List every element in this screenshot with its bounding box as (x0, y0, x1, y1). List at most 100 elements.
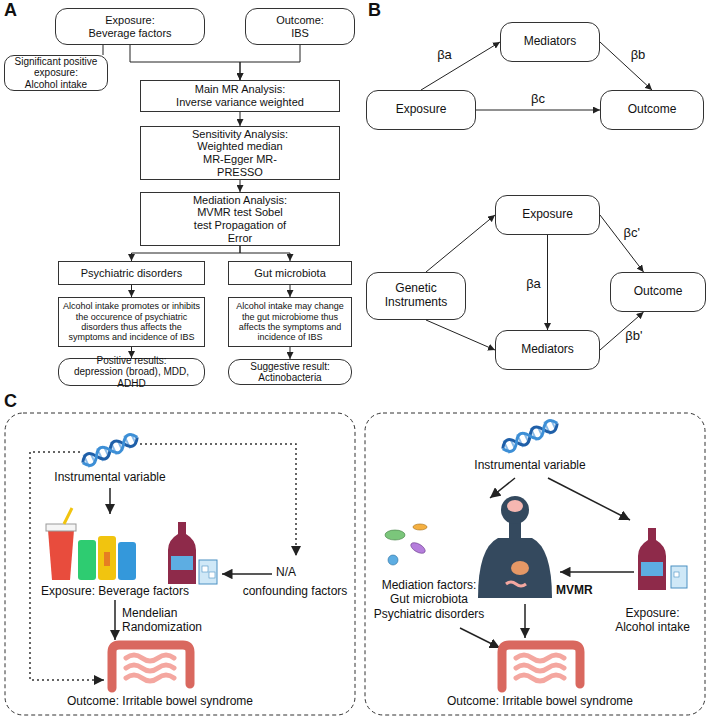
outcome-box: Outcome (600, 90, 704, 130)
can-icon (118, 542, 136, 580)
glass-icon (671, 566, 687, 588)
dna-icon (80, 431, 140, 469)
box-text: Outcome (634, 285, 683, 299)
dna-strand (500, 418, 559, 454)
connector (132, 246, 241, 261)
panel-letter: B (368, 0, 381, 22)
edge-label: βc (531, 91, 545, 106)
edge-label: βa (437, 47, 452, 62)
box-text: Alcohol intake promotes or inhibits the … (62, 301, 201, 342)
connector (240, 45, 300, 80)
panel-frame (365, 413, 705, 715)
edge-label: βa (526, 275, 541, 290)
connector (240, 112, 241, 126)
illustration-caption: Exposure: Beverage factors (30, 584, 200, 598)
arrow (548, 478, 630, 520)
arrow (114, 600, 116, 640)
microbe-icon (385, 530, 405, 540)
method-label: MVMR (556, 583, 593, 597)
dna-strand (80, 432, 139, 468)
box-text: Actinobacteria (258, 372, 321, 384)
body-icon (478, 538, 552, 598)
connector (600, 215, 644, 272)
connector (421, 42, 500, 90)
bottle-label (171, 556, 193, 570)
ice-cube (202, 566, 208, 572)
process-box: Mediation Analysis:MVMR test Sobel test … (140, 192, 340, 246)
intestine-coil (126, 655, 174, 681)
connector (426, 215, 495, 272)
category-box: Psychiatric disorders (58, 261, 205, 285)
illustration-caption: Instrumental variable (465, 458, 595, 472)
arrow (560, 571, 634, 573)
can-icon (98, 536, 116, 580)
illustration-caption: Mendelian Randomization (122, 606, 212, 635)
dotted-arrow (140, 444, 296, 556)
bottle-label (641, 562, 663, 576)
microbe-icon (409, 541, 427, 556)
illustration-caption: Instrumental variable (45, 470, 175, 484)
connector (290, 347, 291, 359)
connector (290, 285, 291, 297)
box-text: Weighted median MR-Egger MR-PRESSO (189, 140, 292, 178)
microbe-icon (388, 555, 398, 565)
box-text: Alcohol intake may change the gut microb… (232, 301, 348, 342)
illustration-caption: Outcome: Irritable bowel syndrome (50, 694, 270, 708)
outcome-box: Outcome (610, 272, 706, 312)
process-box: Main MR Analysis:Inverse variance weight… (140, 80, 340, 112)
cup-lid (46, 524, 76, 531)
dna-icon (500, 417, 560, 455)
arrow (109, 488, 111, 514)
illustration-caption: Mediation factors: Gut microbiota Psychi… (372, 578, 486, 621)
box-text: Psychiatric disorders (81, 267, 182, 280)
ice-cube (209, 572, 215, 578)
stomach (511, 561, 529, 575)
can-label (104, 552, 110, 566)
intestine-coil (516, 655, 564, 681)
box-heading: Main MR Analysis: (195, 83, 285, 96)
connector (426, 320, 495, 350)
straw (64, 508, 72, 524)
ice-cube (674, 572, 679, 577)
description-box: Alcohol intake promotes or inhibits the … (58, 297, 205, 347)
connector (240, 246, 290, 261)
exposure-box: Exposure (495, 195, 600, 235)
arrow (490, 478, 515, 498)
description-box: Alcohol intake may change the gut microb… (228, 297, 352, 347)
result-box: Significant positive exposure:Alcohol in… (4, 55, 108, 91)
gut (506, 582, 526, 586)
outcome-box: Outcome: IBS (245, 8, 355, 45)
head (501, 496, 529, 524)
connector (130, 45, 240, 80)
category-box: Gut microbiota (228, 261, 352, 285)
box-text: Mediators (521, 343, 574, 357)
process-box: Sensitivity Analysis:Weighted median MR-… (140, 126, 340, 180)
dotted-arrow (30, 452, 104, 680)
connector (600, 312, 644, 350)
panel-letter: C (4, 391, 17, 413)
box-heading: Mediation Analysis: (193, 194, 287, 207)
glass-icon (199, 560, 217, 584)
connector (547, 235, 548, 330)
cup-icon (48, 530, 74, 580)
dna-strand (500, 418, 559, 454)
microbe-icon (413, 524, 427, 530)
box-text: Exposure (396, 103, 447, 117)
dna-strand (80, 432, 139, 468)
illustration-caption: confounding factors (235, 584, 355, 598)
panel-frame (5, 413, 355, 715)
mediator-box: Mediators (500, 22, 600, 62)
box-text: Exposure (522, 208, 573, 222)
connector (476, 110, 600, 111)
intestine-icon (112, 645, 190, 688)
exposure-box: Exposure (366, 90, 476, 130)
edge-label: βc' (624, 224, 640, 239)
box-text: Mediators (524, 35, 577, 49)
edge-label: βb (631, 47, 646, 62)
box-text: Exposure: Beverage factors (85, 14, 175, 39)
box-text: Inverse variance weighted (176, 96, 304, 109)
box-text: Gut microbiota (254, 267, 326, 280)
box-heading: Positive results: (96, 355, 166, 367)
mediator-box: Mediators (495, 330, 600, 370)
box-text: Outcome: IBS (273, 14, 328, 39)
